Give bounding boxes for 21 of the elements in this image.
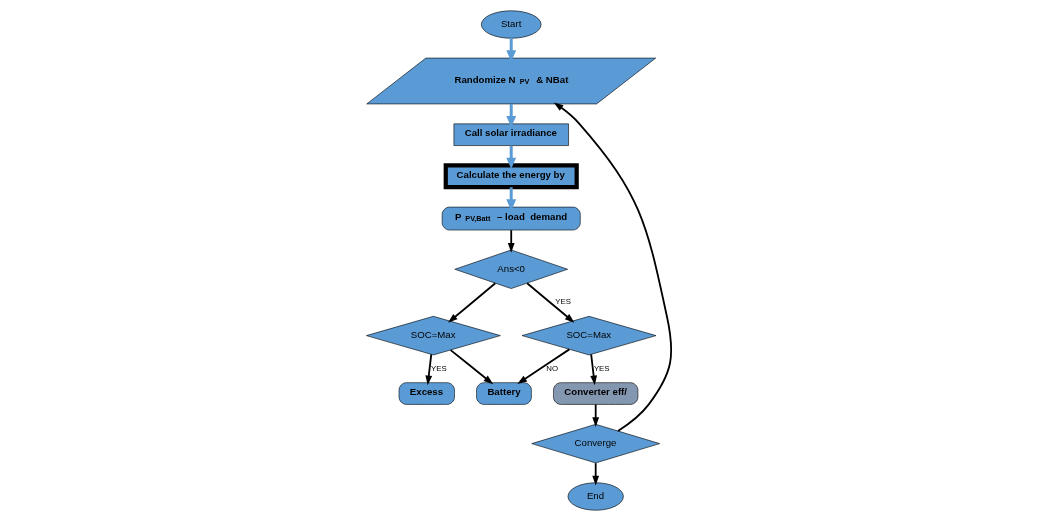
- node-box: Call solar irradiance: [453, 123, 569, 146]
- node-diamond: SOC=Max: [521, 316, 657, 356]
- arrow: [517, 348, 571, 385]
- node-box: Battery: [476, 382, 532, 405]
- arrow: [592, 403, 600, 427]
- arrow: [592, 462, 600, 486]
- node-diamond: Converge: [531, 424, 660, 464]
- node-ellipse: Start: [481, 10, 542, 39]
- arrow: [425, 353, 433, 386]
- node-box: Calculate the energy by: [443, 163, 579, 190]
- arrow: [507, 229, 515, 253]
- node-ellipse: End: [567, 482, 624, 511]
- arrow: [449, 349, 494, 385]
- arrow: [448, 282, 497, 323]
- node-box: Converter eff/: [553, 382, 639, 405]
- arrow: [506, 145, 517, 169]
- node-diamond: SOC=Max: [366, 316, 501, 356]
- node-box: Excess: [398, 382, 455, 405]
- arrow: [526, 282, 575, 323]
- arrow: [590, 353, 598, 386]
- node-diamond: Ans<0: [454, 249, 568, 289]
